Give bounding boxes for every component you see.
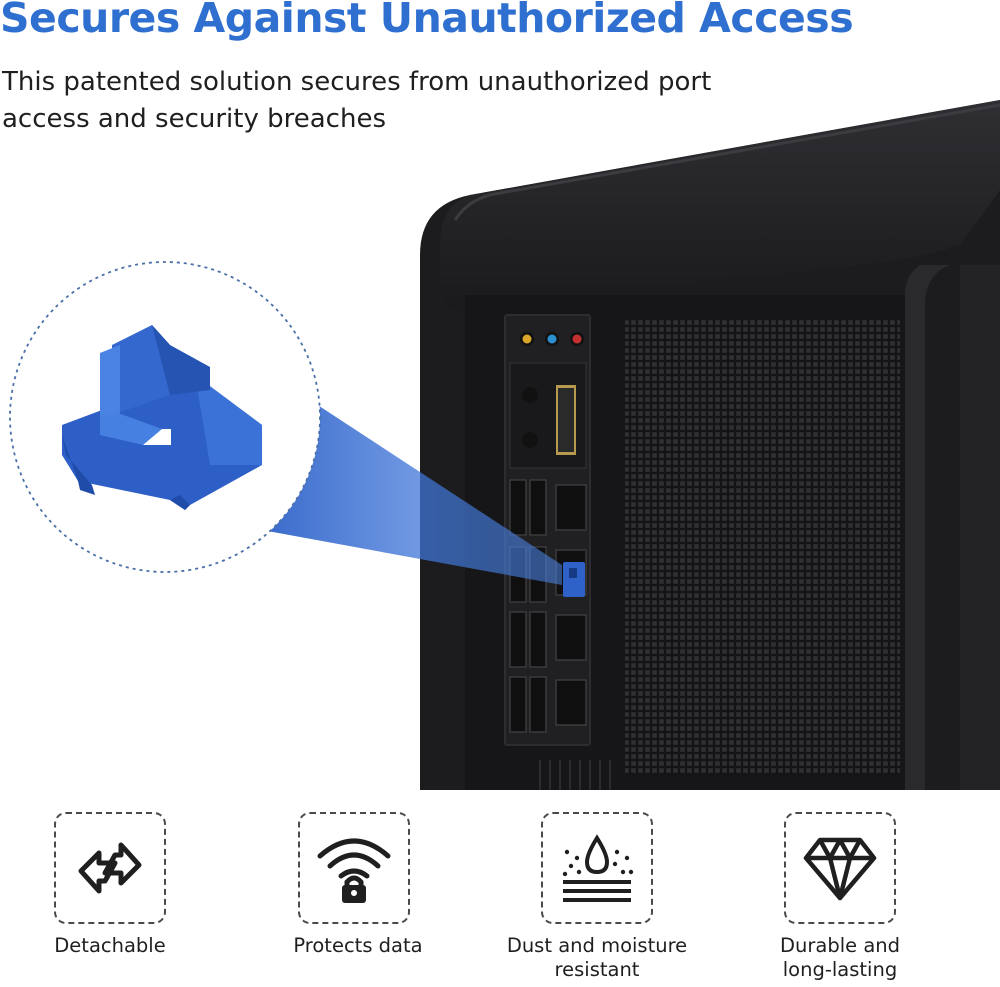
feature-label: Durable and long-lasting xyxy=(740,934,940,982)
feature-label-line: resistant xyxy=(554,958,640,981)
wifi-lock-icon xyxy=(317,838,391,903)
port-blocker-magnified xyxy=(62,325,262,510)
subtitle-line: This patented solution secures from unau… xyxy=(2,67,712,97)
feature-label: Detachable xyxy=(10,934,210,958)
feature-icon-box xyxy=(298,812,410,924)
port-blocker-inserted xyxy=(563,562,585,597)
dust-drop-icon xyxy=(562,834,634,902)
feature-label-line: Dust and moisture xyxy=(506,934,688,957)
feature-icon-box xyxy=(541,812,653,924)
feature-label-line: Detachable xyxy=(54,934,166,957)
subtitle-line: access and security breaches xyxy=(2,104,386,134)
page-title: Secures Against Unauthorized Access xyxy=(0,0,854,42)
feature-label-line: Protects data xyxy=(293,934,423,957)
feature-detachable: Detachable xyxy=(10,812,210,987)
feature-label: Dust and moisture resistant xyxy=(497,934,697,982)
feature-icon-box xyxy=(784,812,896,924)
page-subtitle: This patented solution secures from unau… xyxy=(2,64,802,138)
features-row: Detachable Protects data xyxy=(0,812,1000,987)
feature-label-line: Durable and xyxy=(779,934,901,957)
diamond-icon xyxy=(803,837,877,901)
feature-dust-moisture: Dust and moisture resistant xyxy=(497,812,697,987)
feature-icon-box xyxy=(54,812,166,924)
feature-label-line: long-lasting xyxy=(782,958,898,981)
computer-case xyxy=(420,100,1000,790)
detach-arrows-icon xyxy=(78,842,142,894)
feature-protects-data: Protects data xyxy=(258,812,458,987)
feature-durable: Durable and long-lasting xyxy=(740,812,940,987)
product-illustration xyxy=(9,100,1000,790)
zoom-beam xyxy=(262,400,562,585)
feature-label: Protects data xyxy=(258,934,458,958)
